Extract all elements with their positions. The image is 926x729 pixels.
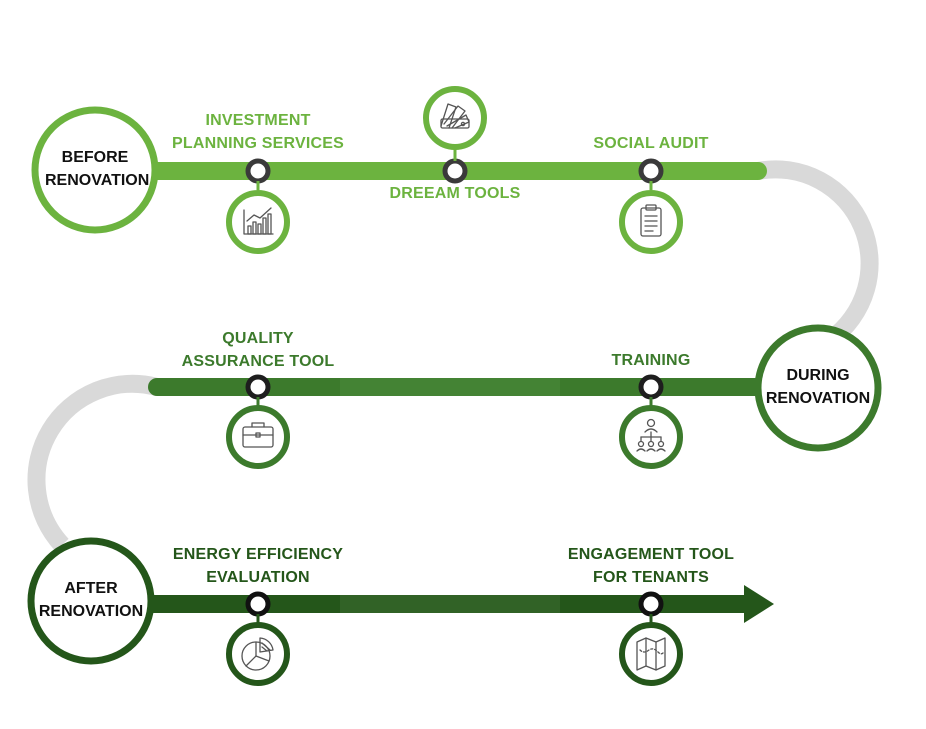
clipboard-icon [640, 204, 662, 237]
org-chart-icon [636, 418, 666, 452]
node-quality [245, 374, 271, 400]
briefcase-icon [242, 422, 274, 448]
bar-chart-icon [243, 207, 274, 235]
color-swatch-icon [440, 103, 470, 129]
connector-curve-left [27, 374, 160, 552]
node-energy [245, 591, 271, 617]
stage-during-label: DURING RENOVATION [765, 367, 871, 407]
track-after-highlight [340, 595, 560, 613]
node-training [638, 374, 664, 400]
tool-dreem-label: DREEAM TOOLS [389, 185, 521, 202]
track-arrowhead [744, 585, 774, 623]
tool-training-label: TRAINING [611, 352, 691, 369]
icon-circle-social [619, 190, 683, 254]
track-during-highlight [340, 378, 560, 396]
connector-curve-right [756, 160, 879, 348]
icon-circle-dreem [423, 86, 487, 150]
tool-social-label: SOCIAL AUDIT [593, 135, 709, 152]
stage-after-label: AFTER RENOVATION [38, 580, 144, 620]
tool-engagement-label: ENGAGEMENT TOOL FOR TENANTS [567, 546, 735, 586]
icon-circle-investment [226, 190, 290, 254]
node-investment [245, 158, 271, 184]
node-social [638, 158, 664, 184]
icon-circle-energy [226, 622, 290, 686]
map-icon [636, 637, 666, 671]
pie-chart-icon [241, 637, 274, 671]
node-dreem [442, 158, 468, 184]
tool-energy-label: ENERGY EFFICIENCY EVALUATION [172, 546, 344, 586]
icon-circle-engagement [619, 622, 683, 686]
node-engagement [638, 591, 664, 617]
stage-during-circle [754, 324, 882, 452]
tool-quality-label: QUALITY ASSURANCE TOOL [181, 330, 335, 370]
stage-before-label: BEFORE RENOVATION [45, 149, 150, 189]
tool-investment-label: INVESTMENT PLANNING SERVICES [171, 112, 345, 152]
stage-before-circle [31, 106, 159, 234]
stage-after-circle [27, 537, 155, 665]
